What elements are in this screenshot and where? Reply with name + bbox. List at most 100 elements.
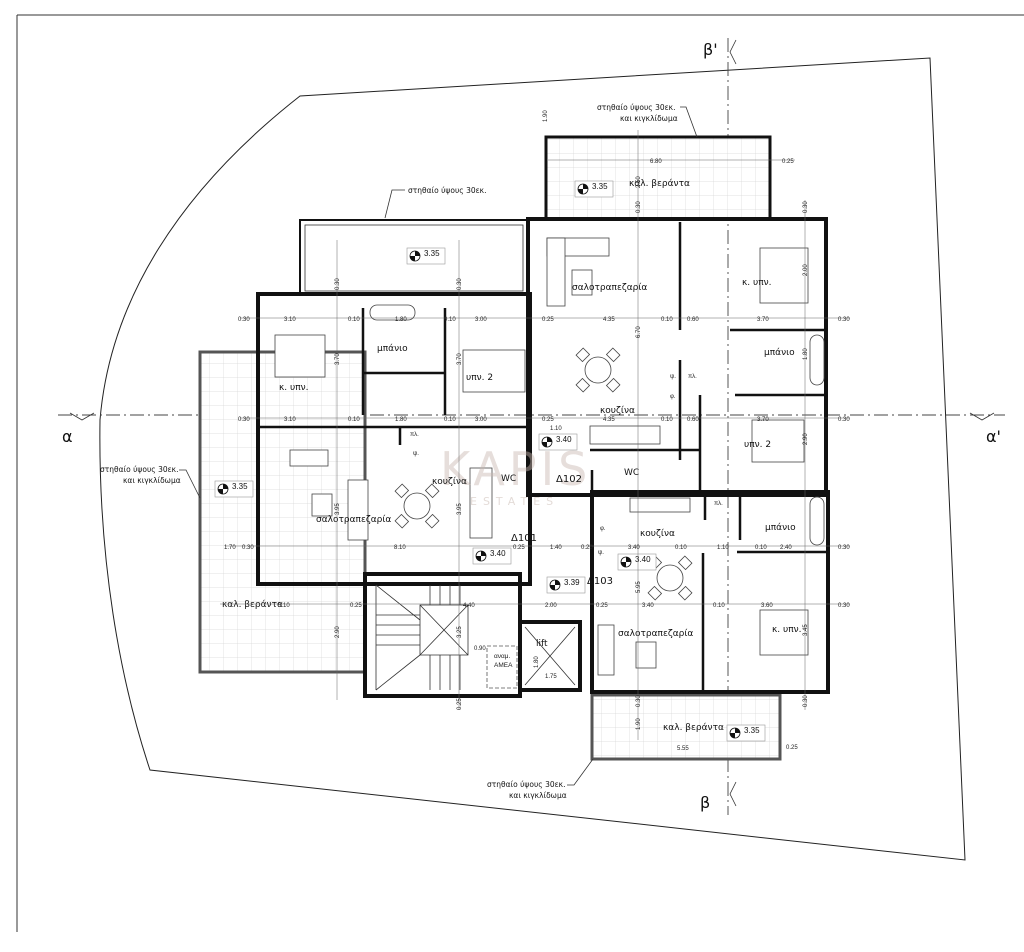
dimension: 8.10 <box>394 545 406 551</box>
site-boundary <box>99 57 966 861</box>
room-label: ψ. <box>670 374 676 380</box>
annotations: στηθαίο ύψους 30εκ. στηθαίο ύψους 30εκ. … <box>100 103 698 800</box>
dimension: 3.45 <box>803 624 809 636</box>
lift-cross <box>524 626 576 686</box>
dimension: 1.80 <box>395 317 407 323</box>
dimension: 0.30 <box>838 603 850 609</box>
room-label: κουζίνα <box>600 406 635 416</box>
section-arrow-a-prime <box>969 412 995 421</box>
dimension: 3.60 <box>761 603 773 609</box>
dimension: 0.25 <box>542 417 554 423</box>
dimension: 0.10 <box>661 417 673 423</box>
note-text: και κιγκλίδωμα <box>509 791 567 800</box>
room-label: πλ. <box>714 501 723 507</box>
kitchen-counter-a <box>469 467 493 539</box>
dimension: 0.25 <box>581 545 593 551</box>
unit-c-interior-walls <box>701 495 826 690</box>
dimension: 3.10 <box>284 417 296 423</box>
dimension: 1.40 <box>550 545 562 551</box>
dimension: 3.00 <box>475 317 487 323</box>
dimension: 3.10 <box>284 317 296 323</box>
dimension: 0.10 <box>713 603 725 609</box>
leader-line <box>179 469 201 499</box>
dimension: 2.90 <box>803 433 809 445</box>
dining-table-a <box>394 483 440 529</box>
dimension: 0.30 <box>803 201 809 213</box>
dimension: 0.10 <box>444 417 456 423</box>
dimension: 5.10 <box>278 603 290 609</box>
room-label: ΑΜΕΑ <box>494 662 513 669</box>
dimension: 6.80 <box>650 159 662 165</box>
balcony-inner-line <box>304 224 524 292</box>
dimension: 0.90 <box>474 646 486 652</box>
dimension-lines <box>220 130 850 740</box>
dimension: 3.70 <box>335 353 341 365</box>
room-label: φ. <box>600 526 606 532</box>
level-value: 3.35 <box>424 249 440 258</box>
room-label: κ. υπν. <box>742 278 772 288</box>
section-label-a-prime: α' <box>986 427 1001 446</box>
room-label: υπν. 2 <box>466 373 493 383</box>
room-label: WC <box>624 468 639 478</box>
room-label: καλ. βεράντα <box>222 600 283 610</box>
dimension: 1.75 <box>545 674 557 680</box>
dimension: 3.70 <box>757 317 769 323</box>
note-text: στηθαίο ύψους 30εκ. <box>597 103 675 112</box>
dimension: 0.30 <box>838 545 850 551</box>
dimension: 2.40 <box>780 545 792 551</box>
room-label: κουζίνα <box>640 529 675 539</box>
room-label: υπν. 2 <box>744 440 771 450</box>
note-text: και κιγκλίδωμα <box>620 114 678 123</box>
section-label-b-prime: β' <box>703 40 718 59</box>
section-arrow-b <box>729 781 737 807</box>
dimension: 1.80 <box>395 417 407 423</box>
bathtub-a <box>369 304 416 321</box>
note-text: στηθαίο ύψους 30εκ. <box>100 465 178 474</box>
dimension: 1.10 <box>717 545 729 551</box>
dimension: 1.70 <box>224 545 236 551</box>
unit-b-interior-walls <box>590 222 826 495</box>
dimension: 2.00 <box>803 264 809 276</box>
dimension: 3.95 <box>335 503 341 515</box>
room-label: κ. υπν. <box>279 383 309 393</box>
dimension: 4.40 <box>463 603 475 609</box>
dimension: 1.90 <box>543 110 549 122</box>
apartment-id: Δ101 <box>511 533 537 544</box>
apartment-id: Δ102 <box>556 474 582 485</box>
level-value: 3.35 <box>744 726 760 735</box>
dimension: 0.60 <box>687 417 699 423</box>
room-label: μπάνιο <box>377 344 408 354</box>
bathtub-c <box>809 496 825 546</box>
balcony-top-left <box>299 219 529 295</box>
room-label: αναμ. <box>494 653 511 660</box>
lift-shaft <box>518 620 582 692</box>
dimension: 0.25 <box>782 159 794 165</box>
sofa-a-long <box>347 479 369 541</box>
coffee-table-b <box>571 269 593 296</box>
room-label: σαλοτραπεζαρία <box>572 283 647 293</box>
dimension: 0.25 <box>542 317 554 323</box>
veranda-left <box>198 350 367 674</box>
room-label: καλ. βεράντα <box>629 179 690 189</box>
watermark-sub: ESTATES <box>470 495 559 508</box>
room-label: σαλοτραπεζαρία <box>618 629 693 639</box>
bed-b-master <box>759 247 809 304</box>
room-label: ψ. <box>413 451 419 457</box>
dimension: 3.40 <box>628 545 640 551</box>
room-labels: κ. υπν. μπάνιο υπν. 2 σαλοτραπεζαρία κου… <box>222 179 802 733</box>
dimension: 0.30 <box>803 695 809 707</box>
room-label: φ. <box>670 394 676 400</box>
sofa-b-side <box>546 237 566 307</box>
section-label-a: α <box>62 427 73 446</box>
dimension: 0.25 <box>350 603 362 609</box>
sofa-c <box>597 624 615 676</box>
dimension: 0.25 <box>513 545 525 551</box>
room-label: lift <box>536 639 548 649</box>
dimension: 0.30 <box>838 417 850 423</box>
section-label-b: β <box>700 793 710 812</box>
sheet-frame <box>16 14 1024 932</box>
level-value: 3.35 <box>592 182 608 191</box>
unit-c-walls <box>590 490 830 694</box>
dimension: 0.30 <box>636 695 642 707</box>
